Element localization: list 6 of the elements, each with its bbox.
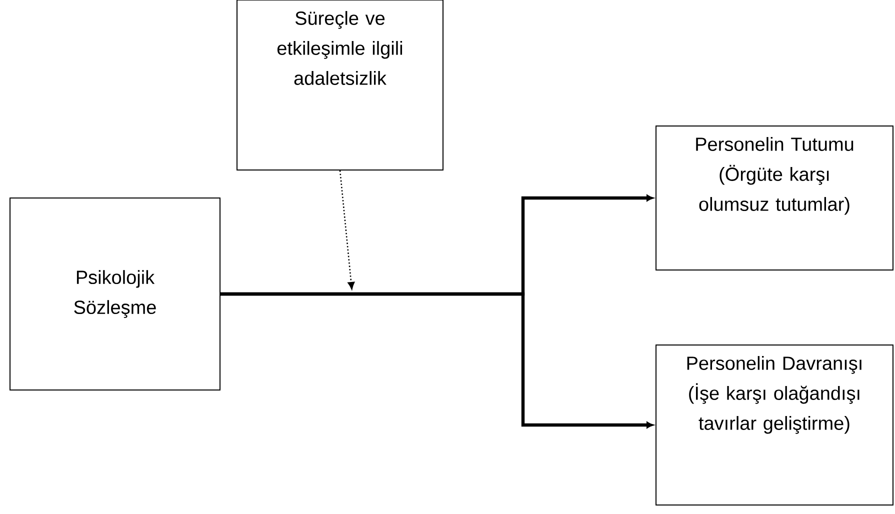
text-box: Personelin Tutumu (Örgüte karşı olumsuz tutumlar) [656,126,894,270]
text-box: Personelin Davranışı (İşe karşı olağandışı tavırlar geliştirme) [656,344,894,506]
arrow [220,292,654,428]
text-box: Psikolojik Sözleşme [10,198,220,390]
arrow [339,170,355,290]
text-box: Süreçle ve etkileşimle ilgili adaletsizlik [236,0,444,170]
